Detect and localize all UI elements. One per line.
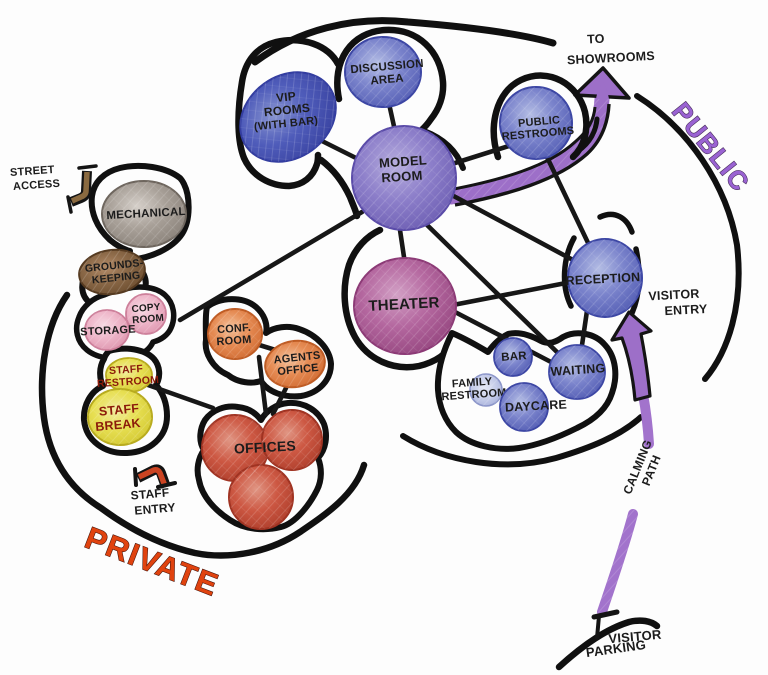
svg-text:ROOM: ROOM bbox=[381, 168, 423, 186]
svg-text:RESTROOM: RESTROOM bbox=[97, 374, 160, 390]
svg-text:COPY: COPY bbox=[131, 302, 161, 316]
svg-text:KEEPING: KEEPING bbox=[91, 269, 141, 286]
svg-text:STORAGE: STORAGE bbox=[80, 324, 136, 339]
svg-text:STAFF: STAFF bbox=[98, 401, 140, 418]
svg-text:SHOWROOMS: SHOWROOMS bbox=[567, 49, 656, 68]
svg-text:VISITOR: VISITOR bbox=[608, 627, 663, 647]
svg-text:FAMILY: FAMILY bbox=[451, 376, 493, 391]
svg-text:STAFF: STAFF bbox=[130, 485, 170, 502]
svg-text:DAYCARE: DAYCARE bbox=[505, 397, 568, 414]
svg-text:MECHANICAL: MECHANICAL bbox=[106, 206, 186, 222]
svg-text:BREAK: BREAK bbox=[95, 416, 142, 434]
svg-text:MODEL: MODEL bbox=[379, 152, 428, 170]
svg-text:CONF.: CONF. bbox=[217, 322, 252, 336]
svg-text:ROOM: ROOM bbox=[216, 334, 252, 348]
svg-text:THEATER: THEATER bbox=[368, 294, 440, 315]
svg-text:STAFF: STAFF bbox=[109, 363, 144, 377]
svg-text:STREET: STREET bbox=[10, 164, 55, 179]
svg-text:WAITING: WAITING bbox=[550, 361, 606, 379]
svg-text:PUBLIC: PUBLIC bbox=[518, 114, 561, 130]
svg-text:ROOMS: ROOMS bbox=[263, 101, 311, 120]
svg-text:RESTROOM: RESTROOM bbox=[441, 387, 507, 404]
svg-text:ACCESS: ACCESS bbox=[13, 178, 61, 193]
svg-text:ENTRY: ENTRY bbox=[664, 302, 708, 318]
svg-text:VISITOR: VISITOR bbox=[648, 287, 700, 304]
svg-text:ENTRY: ENTRY bbox=[134, 500, 176, 518]
svg-text:AREA: AREA bbox=[370, 73, 404, 88]
svg-text:OFFICES: OFFICES bbox=[234, 437, 297, 456]
svg-text:AGENTS: AGENTS bbox=[273, 350, 321, 367]
svg-text:RECEPTION: RECEPTION bbox=[565, 270, 640, 288]
svg-text:OFFICE: OFFICE bbox=[277, 362, 320, 378]
svg-text:TO: TO bbox=[587, 32, 605, 47]
svg-text:BAR: BAR bbox=[501, 350, 528, 364]
svg-text:ROOM: ROOM bbox=[132, 313, 165, 327]
svg-text:VIP: VIP bbox=[275, 89, 296, 105]
